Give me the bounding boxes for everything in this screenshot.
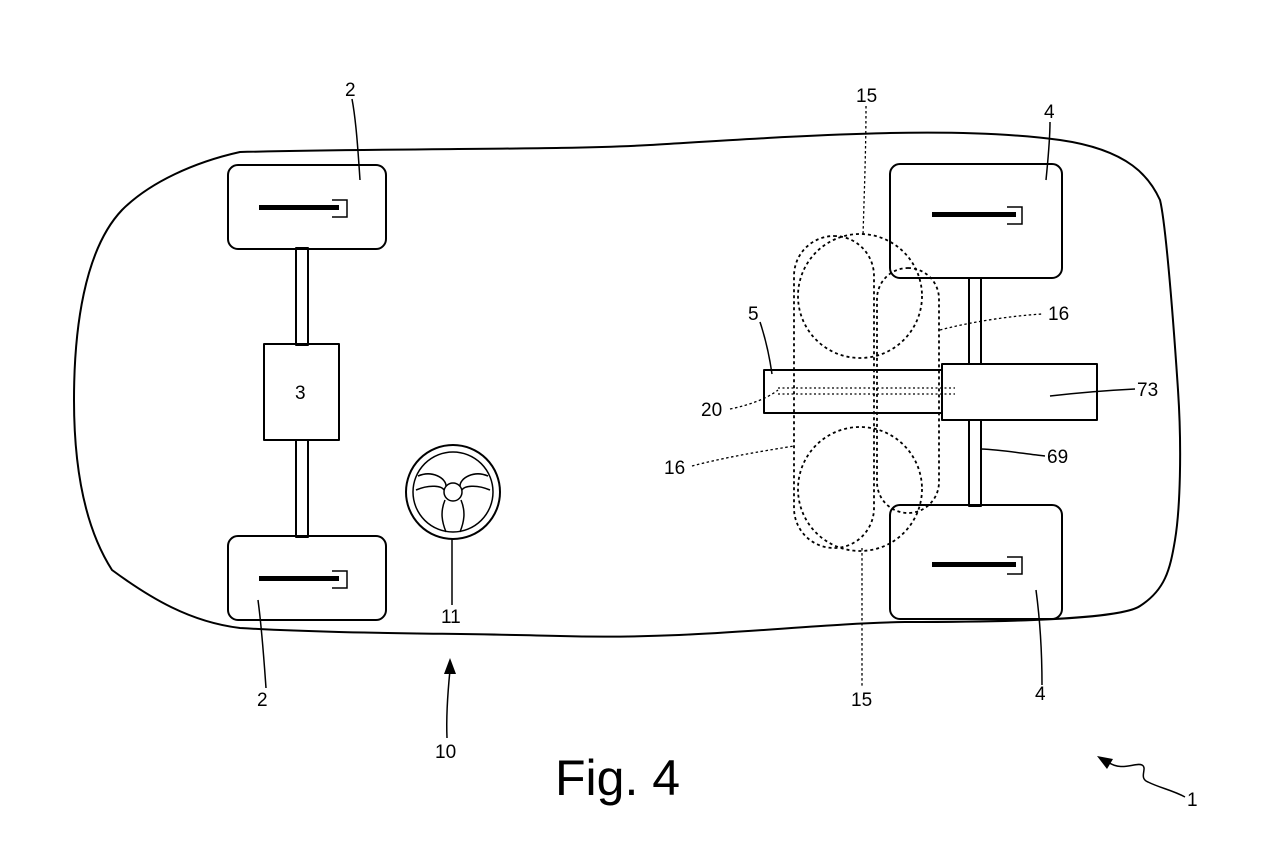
label-15-top: 15: [856, 86, 877, 107]
shaft-20: [778, 387, 955, 395]
label-69: 69: [1047, 447, 1068, 468]
leader-5: [759, 321, 773, 375]
leader-69: [980, 448, 1046, 457]
box-73: [941, 363, 1098, 421]
label-3: 3: [295, 383, 306, 404]
front-wheel-top: [227, 164, 387, 250]
region-15-upper-circle: [797, 233, 923, 359]
leader-4-top: [1045, 121, 1051, 181]
front-wheel-bottom: [227, 535, 387, 621]
leader-20: [729, 389, 779, 410]
leader-16-right: [939, 313, 1043, 331]
label-16-right: 16: [1048, 304, 1069, 325]
drive-unit-box: [263, 343, 340, 441]
label-10: 10: [435, 742, 456, 763]
label-73: 73: [1137, 380, 1158, 401]
dashed-regions: [793, 233, 940, 552]
label-11: 11: [441, 607, 461, 628]
vehicle-reference-arrow-icon: [1097, 756, 1186, 798]
vehicle-body-outline: [73, 131, 1182, 638]
leader-15-top: [862, 105, 867, 237]
figure-caption: Fig. 4: [555, 750, 680, 806]
label-2-bottom: 2: [257, 690, 268, 711]
label-1: 1: [1187, 790, 1198, 811]
steering-wheel-icon: [405, 444, 501, 540]
region-16-left-capsule: [793, 235, 875, 549]
component-5: [763, 369, 943, 414]
leader-2-top: [351, 98, 361, 181]
region-15-lower-circle: [797, 426, 923, 552]
label-2-top: 2: [345, 80, 356, 101]
leader-73: [1049, 388, 1136, 397]
label-15-bottom: 15: [851, 690, 872, 711]
leader-2-bottom: [257, 599, 267, 689]
front-axle-lower: [295, 439, 309, 538]
leader-16-left: [691, 445, 795, 467]
body-arrow-icon: [444, 658, 456, 739]
label-5: 5: [748, 304, 759, 325]
region-16-right-capsule: [876, 267, 940, 514]
leader-4-bottom: [1035, 589, 1043, 686]
label-4-bottom: 4: [1035, 684, 1046, 705]
rear-wheel-top: [889, 163, 1063, 279]
front-axle-upper: [295, 247, 309, 346]
label-4-top: 4: [1044, 102, 1055, 123]
label-20: 20: [701, 400, 722, 421]
rear-axle-lower: [968, 419, 982, 507]
label-16-left: 16: [664, 458, 685, 479]
rear-wheel-bottom: [889, 504, 1063, 620]
